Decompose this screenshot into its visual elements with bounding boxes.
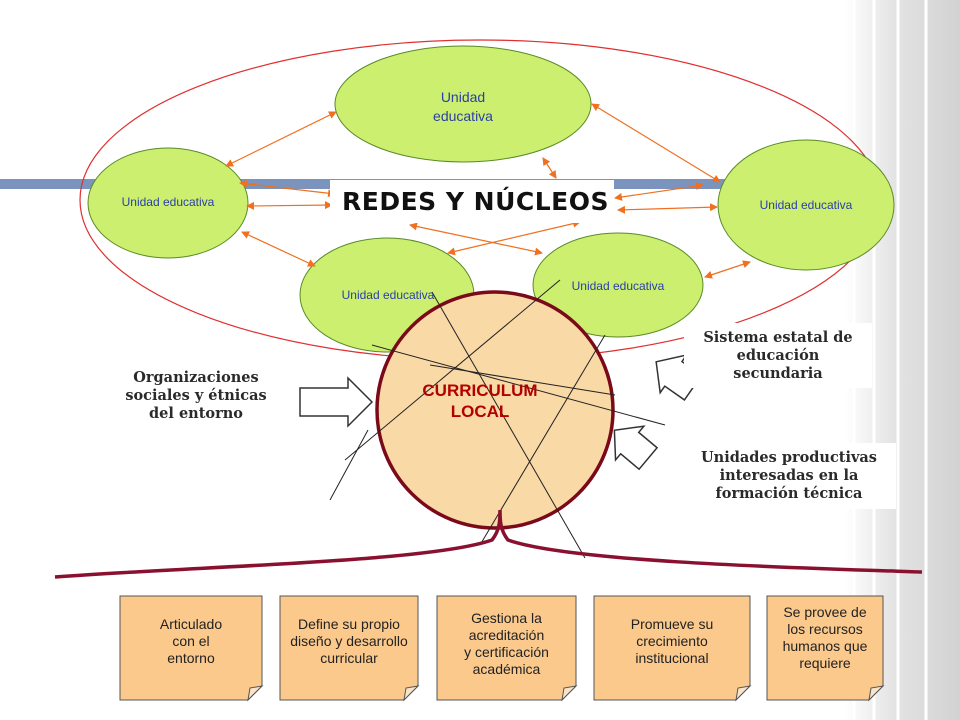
unidades-productivas-line2: interesadas en la	[719, 467, 859, 484]
note-promueve: Promueve su crecimiento institucional	[594, 596, 750, 686]
note-promueve-line2: crecimiento	[636, 632, 708, 649]
unit-bottom-left-label: Unidad educativa	[341, 288, 435, 302]
note-gestiona-line3: y certificación	[464, 644, 549, 660]
unit-left-label: Unidad educativa	[121, 195, 215, 209]
organizaciones-line1: Organizaciones	[133, 369, 259, 386]
note-articulado: Articulado con el entorno	[120, 596, 262, 686]
note-gestiona-line1: Gestiona la	[471, 610, 542, 626]
organizaciones-box: Organizaciones sociales y étnicas del en…	[108, 363, 284, 429]
sistema-line3: secundaria	[733, 364, 823, 382]
sistema-line1: Sistema estatal de	[703, 328, 853, 346]
note-provee-line2: los recursos	[787, 621, 863, 637]
arrow-organizaciones	[299, 376, 374, 428]
note-gestiona-line2: acreditación	[468, 627, 545, 643]
unidades-productivas-box: Unidades productivas interesadas en la f…	[682, 443, 896, 509]
note-articulado-line1: Articulado	[159, 615, 223, 632]
note-define-line1: Define su propio	[298, 615, 400, 632]
note-define-line2: diseño y desarrollo	[290, 632, 408, 649]
note-provee-line1: Se provee de	[783, 604, 867, 620]
unit-top-label-line1: Unidad	[440, 89, 486, 105]
note-provee-line4: requiere	[799, 655, 851, 671]
note-promueve-line1: Promueve su	[630, 615, 714, 632]
diagram-title: REDES Y NÚCLEOS	[330, 180, 614, 223]
curriculum-circle	[375, 290, 615, 530]
connection-arrows	[225, 103, 751, 279]
curriculum-label: CURRICULUM LOCAL	[400, 380, 560, 422]
unidades-productivas-line3: formación técnica	[715, 485, 863, 502]
bracket-line	[54, 509, 923, 579]
unit-bottom-right-label: Unidad educativa	[571, 279, 665, 293]
note-gestiona-line4: académica	[472, 661, 541, 677]
note-define: Define su propio diseño y desarrollo cur…	[280, 596, 418, 686]
note-define-line3: curricular	[320, 649, 378, 666]
note-articulado-line2: con el	[172, 632, 210, 649]
sistema-line2: educación	[736, 346, 820, 364]
unit-top-label: Unidad educativa	[403, 88, 523, 126]
note-provee: Se provee de los recursos humanos que re…	[767, 596, 883, 680]
note-promueve-line3: institucional	[635, 649, 709, 666]
unit-bottom-right	[532, 232, 704, 338]
note-gestiona: Gestiona la acreditación y certificación…	[437, 596, 576, 692]
unit-top	[334, 45, 592, 163]
unit-top-label-line2: educativa	[433, 108, 493, 124]
note-articulado-line3: entorno	[167, 649, 215, 666]
sistema-box: Sistema estatal de educación secundaria	[684, 323, 872, 388]
curriculum-label-line2: LOCAL	[450, 402, 510, 421]
notes	[119, 595, 884, 701]
curriculum-label-line1: CURRICULUM	[422, 381, 538, 400]
organizaciones-line3: del entorno	[149, 405, 243, 422]
unit-right-label: Unidad educativa	[759, 198, 853, 212]
organizaciones-line2: sociales y étnicas	[125, 387, 267, 404]
arrow-unidades-productivas	[613, 425, 659, 471]
unit-right	[717, 139, 895, 271]
note-provee-line3: humanos que	[782, 638, 868, 654]
unidades-productivas-line1: Unidades productivas	[701, 449, 877, 466]
